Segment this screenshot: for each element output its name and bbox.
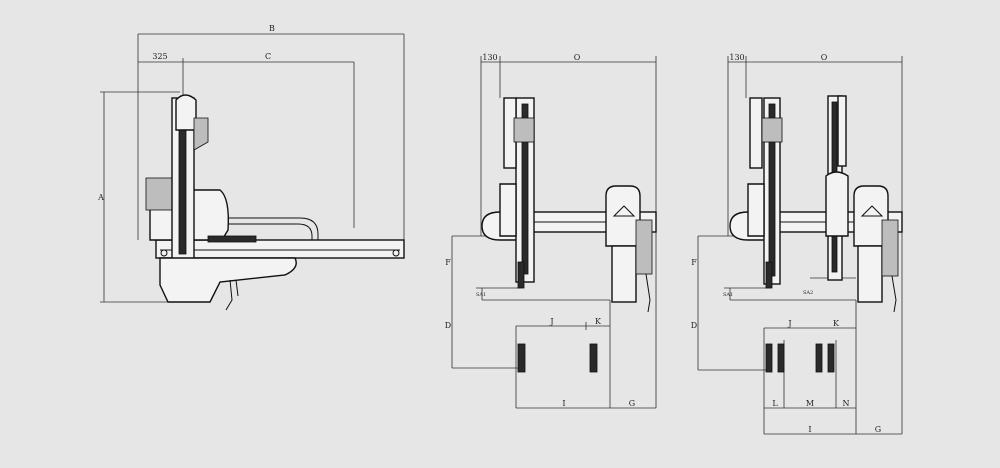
label-k: K <box>595 317 602 326</box>
front2-hose <box>891 275 897 313</box>
label-325: 325 <box>152 52 167 61</box>
label2-o: O <box>821 53 828 62</box>
front1-sub-arm <box>611 245 637 303</box>
label2-i: I <box>808 425 811 434</box>
front2-z-carriage <box>747 183 765 237</box>
side-rail-clamp <box>207 235 257 243</box>
front1-gripper <box>517 261 525 289</box>
label2-sa1: SA1 <box>723 292 733 298</box>
label-b: B <box>269 24 275 33</box>
label-sa1: SA1 <box>476 292 486 298</box>
label2-130: 130 <box>729 53 744 62</box>
label-f: F <box>445 258 451 267</box>
side-arm-bracket <box>193 117 209 151</box>
front2-gripper-pos-c <box>815 343 823 373</box>
label-g: G <box>629 399 635 408</box>
front2-second-carriage <box>825 171 849 237</box>
label2-k: K <box>833 319 840 328</box>
side-beam-end-bolt <box>392 249 400 257</box>
side-beam-start-bolt <box>160 249 168 257</box>
label-130: 130 <box>482 53 497 62</box>
front1-controller-arrow <box>612 205 636 217</box>
front1-gripper-pos-b <box>589 343 598 373</box>
label2-g: G <box>875 425 881 434</box>
front2-sub-arm <box>857 245 883 303</box>
side-motor-block <box>145 177 173 211</box>
side-view: B C 325 A <box>97 24 405 311</box>
front1-z-carriage <box>499 183 517 237</box>
label-i: I <box>562 399 565 408</box>
label-j: J <box>549 317 553 326</box>
label2-m: M <box>806 399 814 408</box>
front2-arm-rail <box>749 97 763 169</box>
front-view-double: 130 O F D SA1 SA2 <box>691 53 903 435</box>
label-d: D <box>445 321 451 330</box>
front-view-single: 130 O F D SA1 J K I <box>445 53 657 409</box>
side-base <box>159 257 297 303</box>
front2-arm-clamp <box>761 117 783 143</box>
front2-gripper-pos-b <box>777 343 785 373</box>
label2-n: N <box>843 399 850 408</box>
label-o: O <box>574 53 581 62</box>
label2-d: D <box>691 321 697 330</box>
front2-motor <box>881 219 899 277</box>
front2-controller-arrow <box>860 205 884 217</box>
side-arm-top-cap <box>175 94 197 131</box>
side-cable-carrier <box>215 217 319 240</box>
front1-gripper-pos-a <box>517 343 526 373</box>
front1-motor <box>635 219 653 275</box>
front2-gripper-pos-a <box>765 343 773 373</box>
front2-gripper <box>765 261 773 289</box>
front1-arm-clamp <box>513 117 535 143</box>
label2-l: L <box>772 399 778 408</box>
label-a: A <box>97 193 104 202</box>
label-c: C <box>265 52 271 61</box>
front2-gripper-pos-d <box>827 343 835 373</box>
label2-j: J <box>787 319 791 328</box>
label2-f: F <box>691 258 697 267</box>
side-gripper-hose <box>225 279 233 311</box>
front1-hose <box>645 273 651 313</box>
label2-sa2: SA2 <box>803 290 813 296</box>
